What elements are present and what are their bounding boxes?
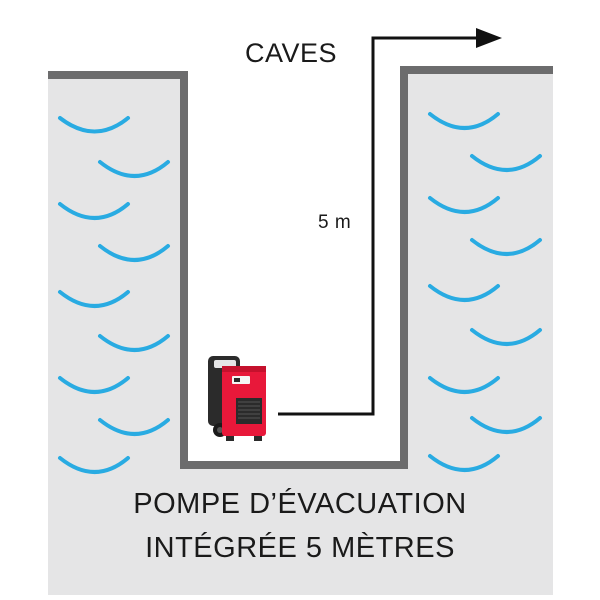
water-wave-icon [58, 202, 130, 220]
water-wave-icon [58, 116, 130, 134]
wall-outline [48, 66, 553, 469]
water-wave-icon [58, 290, 130, 308]
water-wave-icon [470, 238, 542, 256]
water-wave-icon [428, 196, 500, 214]
water-wave-icon [58, 376, 130, 394]
water-wave-icon [98, 418, 170, 436]
water-wave-icon [428, 454, 500, 472]
caption-line-1: POMPE D’ÉVACUATION [133, 488, 467, 520]
dehumidifier-icon [208, 356, 266, 441]
water-wave-icon [98, 334, 170, 352]
water-wave-icon [428, 112, 500, 130]
water-wave-icon [98, 160, 170, 178]
water-wave-icon [98, 244, 170, 262]
water-wave-icon [470, 154, 542, 172]
water-wave-icon [470, 328, 542, 346]
caption-line-2: INTÉGRÉE 5 MÈTRES [145, 532, 455, 564]
water-wave-icon [428, 284, 500, 302]
water-wave-icon [428, 376, 500, 394]
ground-walls [48, 68, 553, 595]
evacuation-hose-line [278, 36, 482, 416]
caves-label: CAVES [245, 38, 338, 68]
distance-label: 5 m [318, 212, 352, 233]
arrow-right-icon [476, 28, 502, 48]
left-water-waves [58, 116, 170, 474]
right-water-waves [428, 112, 542, 472]
water-wave-icon [470, 416, 542, 434]
water-wave-icon [58, 456, 130, 474]
